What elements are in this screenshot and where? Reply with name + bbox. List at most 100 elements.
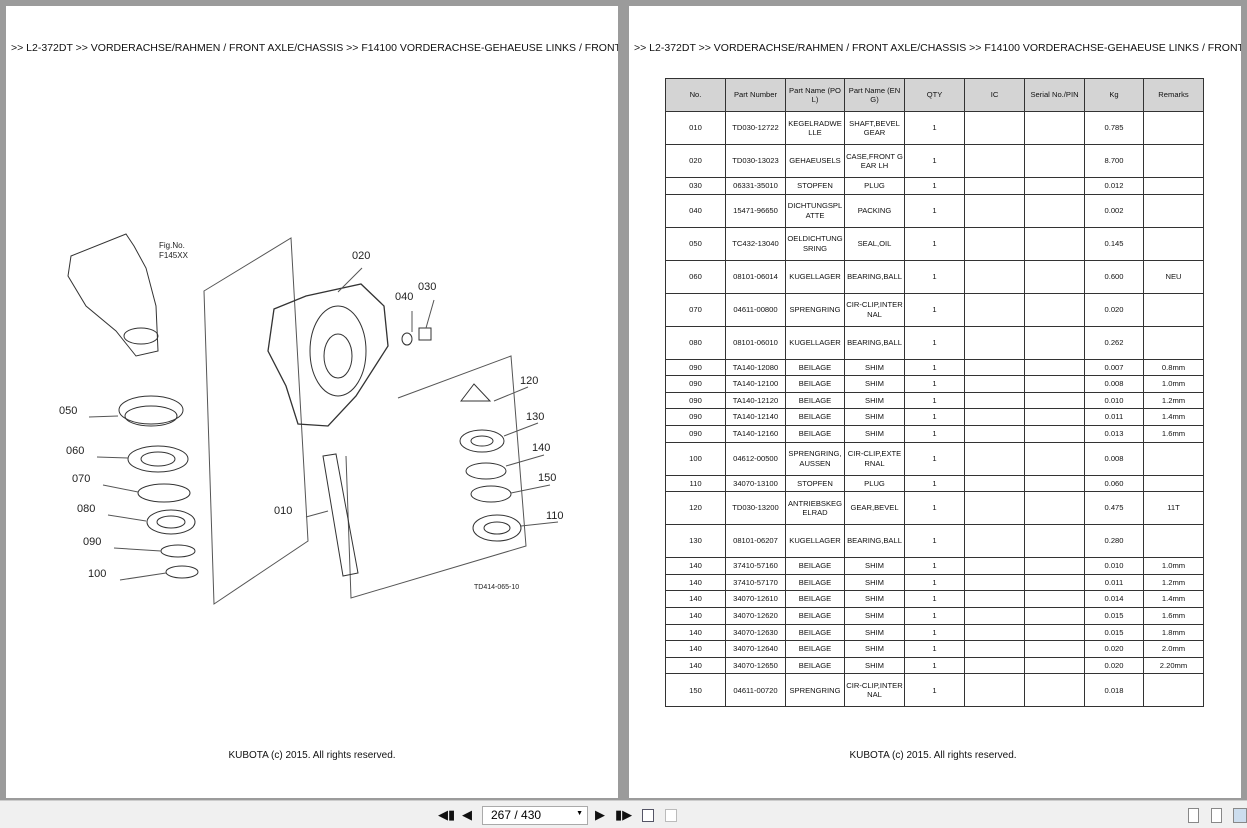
callout-110: 110 xyxy=(546,510,564,522)
cell-no: 110 xyxy=(665,474,726,493)
cell-ic xyxy=(964,177,1025,195)
cell-name-pol: GEHAEUSELS xyxy=(785,144,845,178)
cell-serial xyxy=(1024,391,1085,410)
continuous-icon[interactable] xyxy=(1211,808,1222,823)
cell-remarks xyxy=(1143,226,1204,261)
cell-no: 140 xyxy=(665,640,726,658)
facing-pages-icon[interactable] xyxy=(1233,808,1247,823)
cell-qty: 1 xyxy=(904,144,965,178)
cell-part-number: 08101-06010 xyxy=(725,325,786,360)
cell-remarks xyxy=(1143,474,1204,493)
cell-no: 060 xyxy=(665,259,726,294)
right-page-parts-list: >> L2-372DT >> VORDERACHSE/RAHMEN / FRON… xyxy=(629,6,1241,798)
cell-kg: 0.475 xyxy=(1084,491,1144,526)
cell-qty: 1 xyxy=(904,424,965,443)
cell-qty: 1 xyxy=(904,656,965,675)
cell-ic xyxy=(964,474,1025,493)
single-page-icon[interactable] xyxy=(1188,808,1199,823)
callout-010: 010 xyxy=(274,505,293,517)
callout-020: 020 xyxy=(352,250,371,262)
next-view-icon[interactable] xyxy=(665,809,677,822)
cell-qty: 1 xyxy=(904,259,965,294)
cell-remarks: 0.8mm xyxy=(1143,358,1204,377)
cell-name-pol: BEILAGE xyxy=(785,573,845,592)
cell-qty: 1 xyxy=(904,491,965,526)
cell-kg: 0.014 xyxy=(1084,590,1144,608)
cell-no: 090 xyxy=(665,358,726,377)
cell-serial xyxy=(1024,673,1085,708)
first-page-icon[interactable]: ◀▮ xyxy=(438,807,456,822)
cell-ic xyxy=(964,111,1025,145)
cell-serial xyxy=(1024,177,1085,195)
cell-name-pol: KUGELLAGER xyxy=(785,524,845,559)
cell-remarks xyxy=(1143,193,1204,228)
cell-name-pol: BEILAGE xyxy=(785,656,845,675)
cell-kg: 0.020 xyxy=(1084,656,1144,675)
cell-name-eng: SHIM xyxy=(844,640,905,658)
cell-kg: 0.060 xyxy=(1084,474,1144,493)
cell-kg: 0.015 xyxy=(1084,606,1144,625)
cell-name-eng: SHIM xyxy=(844,557,905,575)
column-header: Part Number xyxy=(725,78,786,112)
cell-qty: 1 xyxy=(904,292,965,327)
cell-kg: 0.010 xyxy=(1084,557,1144,575)
cell-no: 150 xyxy=(665,673,726,708)
cell-ic xyxy=(964,590,1025,608)
cell-kg: 0.011 xyxy=(1084,573,1144,592)
cell-name-pol: SPRENGRING xyxy=(785,673,845,708)
cell-name-pol: KUGELLAGER xyxy=(785,259,845,294)
cell-ic xyxy=(964,623,1025,642)
page-number-select[interactable]: 267 / 430▼ xyxy=(482,806,588,825)
cell-serial xyxy=(1024,590,1085,608)
cell-serial xyxy=(1024,656,1085,675)
cell-qty: 1 xyxy=(904,441,965,476)
breadcrumb: >> L2-372DT >> VORDERACHSE/RAHMEN / FRON… xyxy=(634,42,1241,54)
cell-name-eng: PLUG xyxy=(844,474,905,493)
cell-ic xyxy=(964,656,1025,675)
cell-remarks: 1.6mm xyxy=(1143,424,1204,443)
cell-qty: 1 xyxy=(904,474,965,493)
cell-name-eng: CIR-CLIP,INTERNAL xyxy=(844,673,905,708)
cell-kg: 0.600 xyxy=(1084,259,1144,294)
cell-part-number: 04611-00720 xyxy=(725,673,786,708)
cell-ic xyxy=(964,375,1025,393)
cell-part-number: 34070-12650 xyxy=(725,656,786,675)
cell-qty: 1 xyxy=(904,573,965,592)
cell-remarks: 1.4mm xyxy=(1143,408,1204,426)
next-page-icon[interactable]: ▶ xyxy=(595,807,605,822)
cell-kg: 0.007 xyxy=(1084,358,1144,377)
cell-remarks: 1.0mm xyxy=(1143,375,1204,393)
last-page-icon[interactable]: ▮▶ xyxy=(615,807,633,822)
cell-serial xyxy=(1024,640,1085,658)
cell-part-number: 37410-57170 xyxy=(725,573,786,592)
cell-no: 040 xyxy=(665,193,726,228)
cell-serial xyxy=(1024,524,1085,559)
callout-120: 120 xyxy=(520,375,539,387)
cell-serial xyxy=(1024,441,1085,476)
column-header: Serial No./PIN xyxy=(1024,78,1085,112)
cell-name-eng: SHIM xyxy=(844,573,905,592)
cell-qty: 1 xyxy=(904,193,965,228)
breadcrumb: >> L2-372DT >> VORDERACHSE/RAHMEN / FRON… xyxy=(11,42,618,54)
cell-no: 140 xyxy=(665,606,726,625)
cell-ic xyxy=(964,491,1025,526)
cell-name-pol: SPRENGRING,AUSSEN xyxy=(785,441,845,476)
cell-no: 140 xyxy=(665,573,726,592)
cell-ic xyxy=(964,524,1025,559)
cell-no: 140 xyxy=(665,590,726,608)
prev-view-icon[interactable] xyxy=(642,809,654,822)
prev-page-icon[interactable]: ◀ xyxy=(462,807,472,822)
column-header: Remarks xyxy=(1143,78,1204,112)
cell-name-pol: ANTRIEBSKEGELRAD xyxy=(785,491,845,526)
